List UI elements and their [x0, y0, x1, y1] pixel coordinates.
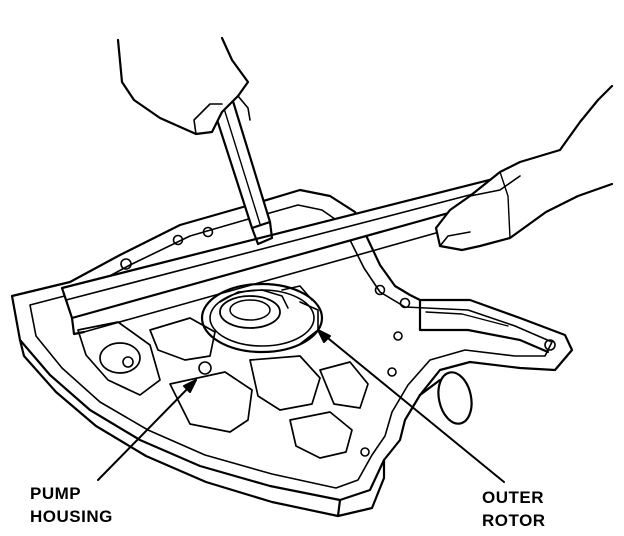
- outer-rotor-label-line2: ROTOR: [482, 511, 546, 530]
- rotor-assembly: [200, 282, 324, 354]
- housing-cavities: [77, 317, 369, 459]
- pump-housing-leader: [97, 379, 197, 481]
- pump-housing-label-line1: PUMP: [30, 484, 82, 503]
- bolt-holes: [120, 226, 556, 457]
- pump-housing-label: PUMP HOUSING: [30, 482, 113, 528]
- pump-housing-body: [10, 188, 574, 518]
- outer-rotor-arrowhead: [317, 329, 331, 343]
- pump-housing-label-line2: HOUSING: [30, 507, 113, 526]
- lower-hand: [434, 84, 614, 252]
- outer-rotor-leader: [317, 329, 505, 483]
- pump-housing-arrowhead: [183, 379, 197, 393]
- outer-rotor-label: OUTER ROTOR: [482, 486, 546, 532]
- callout-leaders: [97, 329, 505, 483]
- upper-hand: [116, 36, 251, 136]
- outer-rotor-label-line1: OUTER: [482, 488, 544, 507]
